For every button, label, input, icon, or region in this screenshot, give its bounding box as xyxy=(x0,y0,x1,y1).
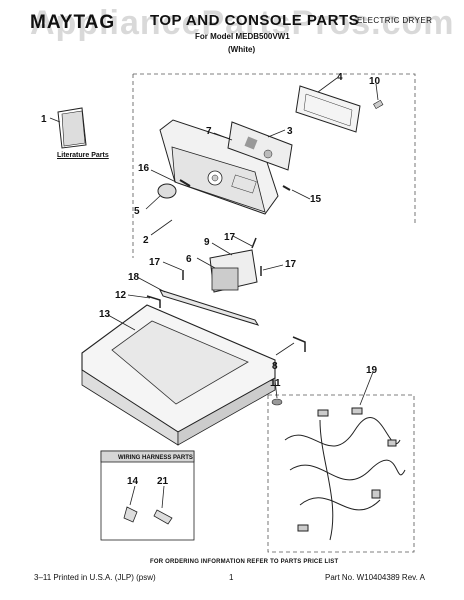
page-title: TOP AND CONSOLE PARTS xyxy=(150,12,360,29)
callout-13: 13 xyxy=(99,309,111,320)
ordering-note: FOR ORDERING INFORMATION REFER TO PARTS … xyxy=(150,559,339,565)
callout-21: 21 xyxy=(157,476,169,487)
callout-12: 12 xyxy=(115,290,127,301)
watermark: AppliancePartsPros.com xyxy=(30,4,455,42)
model-subtitle: For Model MEDB500VW1 xyxy=(195,32,290,41)
top-panel xyxy=(81,304,276,446)
callout-18: 18 xyxy=(128,272,140,283)
callout-9: 9 xyxy=(204,237,210,248)
wire-tie-21 xyxy=(153,509,173,525)
assembly-boundary xyxy=(133,73,416,226)
callout-14: 14 xyxy=(127,476,139,487)
callout-17b: 17 xyxy=(149,257,161,268)
brand-logo-text: MAYTAG xyxy=(30,12,116,33)
callout-5: 5 xyxy=(134,206,140,217)
callout-10: 10 xyxy=(369,76,381,87)
callout-4: 4 xyxy=(337,72,343,83)
callout-17a: 17 xyxy=(224,232,236,243)
wiring-harness-parts-title: WIRING HARNESS PARTS xyxy=(118,455,193,461)
console-panel xyxy=(159,119,279,215)
foot xyxy=(271,398,283,406)
long-bracket xyxy=(159,289,260,326)
callout-8: 8 xyxy=(272,361,278,372)
page-number: 1 xyxy=(229,573,234,582)
wiring-harness xyxy=(284,407,406,541)
print-info: 3–11 Printed in U.S.A. (JLP) (psw) xyxy=(34,573,156,582)
lid-switch-bracket xyxy=(182,237,262,293)
callout-16: 16 xyxy=(138,163,150,174)
callout-17c: 17 xyxy=(285,259,297,270)
wiring-parts-box xyxy=(100,450,195,541)
callout-19: 19 xyxy=(366,365,378,376)
literature-booklet xyxy=(57,107,87,149)
callout-3: 3 xyxy=(287,126,293,137)
callout-15: 15 xyxy=(310,194,322,205)
callout-2: 2 xyxy=(143,235,149,246)
product-type: ELECTRIC DRYER xyxy=(357,16,433,25)
wire-clip-14 xyxy=(123,506,138,523)
knob xyxy=(157,183,177,199)
wiring-harness-box xyxy=(267,394,415,553)
part-number: Part No. W10404389 Rev. A xyxy=(325,573,425,582)
literature-parts-label: Literature Parts xyxy=(57,152,109,159)
callout-6: 6 xyxy=(186,254,192,265)
callout-11: 11 xyxy=(270,378,281,389)
color-variant: (White) xyxy=(228,45,256,54)
callout-7: 7 xyxy=(206,126,212,137)
rear-bracket xyxy=(295,85,361,133)
callout-1: 1 xyxy=(41,114,47,125)
